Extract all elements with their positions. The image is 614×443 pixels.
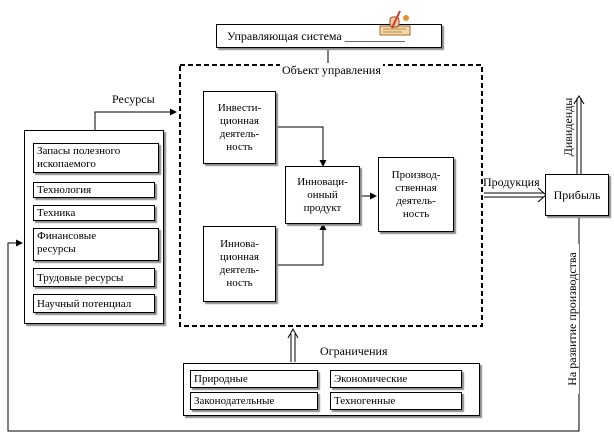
resource-item-reserves: Запасы полезного ископаемого [33, 143, 159, 173]
dividends-label: Дивиденды [561, 97, 575, 157]
restrictions-label: Ограничения [320, 344, 388, 358]
development-label: На развитие производства [565, 244, 579, 394]
restrictions-panel: Природные Экономические Законодательные … [183, 363, 480, 416]
managed-object-label: Объект управления [280, 63, 383, 77]
restriction-item-economic: Экономические [330, 370, 462, 388]
resource-item-technology: Технология [33, 182, 155, 198]
writing-hand-icon [379, 10, 411, 36]
investment-activity-box: Инвести- ционная деятель- ность [203, 91, 276, 164]
restriction-item-legislative: Законодательные [190, 392, 318, 410]
restriction-item-technogenic: Техногенные [330, 392, 462, 410]
production-activity-box: Производ- ственная деятель- ность [378, 157, 454, 232]
resource-item-financial: Финансовые ресурсы [33, 228, 159, 261]
resources-panel: Запасы полезного ископаемого Технология … [24, 130, 164, 324]
restriction-item-natural: Природные [190, 370, 318, 388]
control-system-label: Управляющая система __________ [227, 29, 405, 43]
managed-object-frame [179, 64, 483, 327]
profit-box: Прибыль [545, 174, 609, 216]
resource-item-science: Научный потенциал [33, 294, 155, 313]
resources-label: Ресурсы [112, 92, 155, 106]
resource-item-labor: Трудовые ресурсы [33, 268, 155, 287]
resource-item-equipment: Техника [33, 205, 155, 221]
products-label: Продукция [483, 175, 540, 189]
innovation-activity-box: Иннова- ционная деятель- ность [203, 226, 276, 302]
innovation-product-box: Инноваци- онный продукт [285, 166, 360, 224]
